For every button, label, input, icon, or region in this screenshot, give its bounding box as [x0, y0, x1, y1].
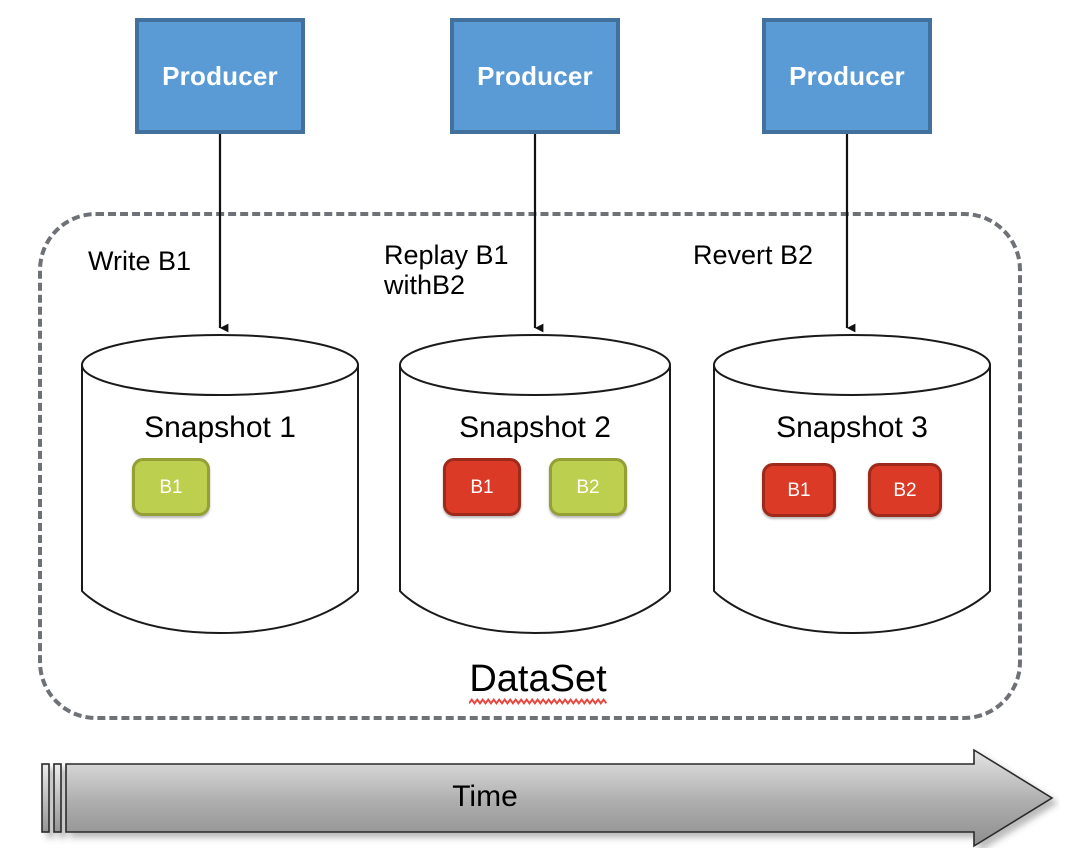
- data-block-b2[interactable]: B2: [868, 463, 942, 517]
- dataset-title: DataSet: [0, 658, 1076, 705]
- data-block-label: B1: [787, 479, 811, 501]
- data-block-label: B2: [576, 476, 600, 498]
- producer-label: Producer: [477, 61, 593, 91]
- block-row: B1 B2: [398, 458, 672, 516]
- time-arrow-shape: [41, 748, 1054, 848]
- producer-box-1[interactable]: Producer: [135, 18, 305, 134]
- time-arrow-tail-bar-2: [53, 763, 62, 833]
- cylinder-shape: [713, 334, 991, 635]
- block-row: B1 B2: [712, 463, 992, 517]
- producer-label: Producer: [789, 61, 905, 91]
- data-block-b1[interactable]: B1: [132, 458, 210, 516]
- snapshot-cylinder-3: Snapshot 3 B1 B2: [712, 333, 992, 635]
- data-block-label: B2: [893, 479, 917, 501]
- operation-label-1: Write B1: [88, 246, 192, 276]
- data-block-label: B1: [159, 476, 183, 498]
- data-block-b2[interactable]: B2: [549, 458, 627, 516]
- block-row: B1: [132, 458, 308, 516]
- time-arrow-tail-bar-1: [41, 763, 50, 833]
- time-label: Time: [452, 780, 518, 813]
- snapshot-cylinder-2: Snapshot 2 B1 B2: [398, 333, 672, 635]
- cylinder-shape: [81, 334, 359, 635]
- spellcheck-squiggle-icon: [469, 698, 607, 705]
- time-arrow-body: [65, 748, 1054, 848]
- snapshot-title: Snapshot 2: [459, 411, 611, 444]
- operation-label-2: Replay B1 withB2: [384, 240, 509, 301]
- producer-box-2[interactable]: Producer: [450, 18, 620, 134]
- data-block-label: B1: [470, 476, 494, 498]
- time-arrow: Time: [30, 748, 1060, 848]
- snapshot-title: Snapshot 3: [776, 411, 928, 444]
- snapshot-title: Snapshot 1: [144, 411, 296, 444]
- data-block-b1[interactable]: B1: [762, 463, 836, 517]
- dataset-container: [38, 212, 1022, 720]
- snapshot-cylinder-1: Snapshot 1 B1: [80, 333, 360, 635]
- operation-label-3: Revert B2: [693, 240, 814, 270]
- data-block-b1[interactable]: B1: [443, 458, 521, 516]
- producer-label: Producer: [162, 61, 278, 91]
- producer-box-3[interactable]: Producer: [762, 18, 932, 134]
- cylinder-shape: [399, 334, 671, 635]
- dataset-title-text: DataSet: [469, 658, 607, 700]
